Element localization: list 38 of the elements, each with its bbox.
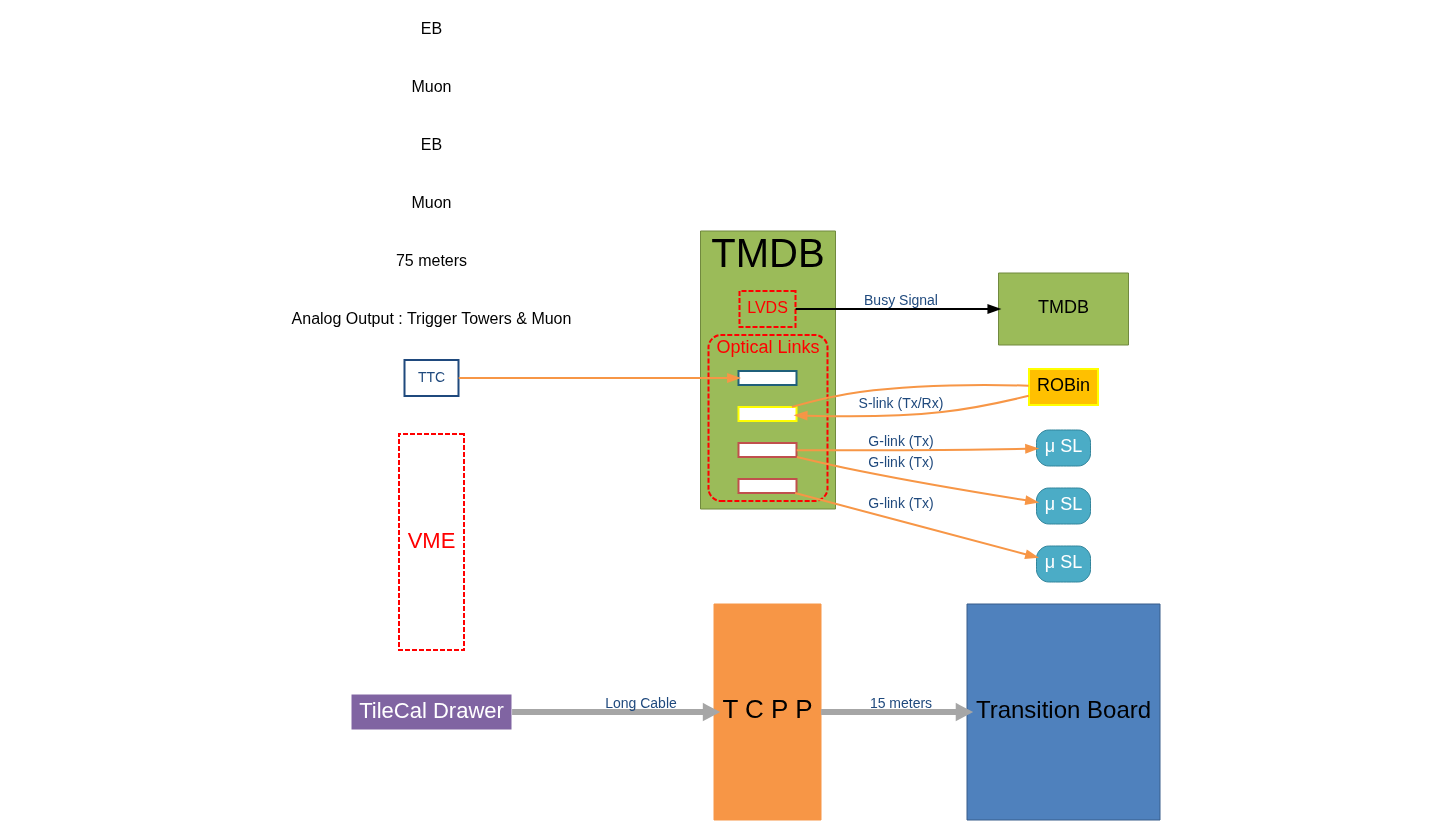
node-box: TTC	[403, 359, 460, 397]
label: Muon	[411, 193, 452, 211]
label: 75 meters	[395, 251, 468, 269]
arrow	[794, 304, 1002, 314]
connector	[790, 384, 1030, 408]
arrow	[793, 394, 1030, 421]
node-box: μ SL	[1036, 545, 1091, 583]
node-box: T C P P	[713, 603, 822, 821]
arrow	[795, 443, 1040, 454]
arrow	[794, 492, 1040, 559]
node-box	[737, 478, 798, 494]
node-box	[737, 442, 798, 458]
edge-label: G-link (Tx)	[868, 495, 934, 512]
node-box: VME	[398, 433, 465, 651]
node-box: TileCal Drawer	[350, 693, 513, 731]
edge-label: G-link (Tx)	[868, 454, 934, 471]
node-box: Transition Board	[966, 603, 1161, 821]
label: Analog Output : Trigger Towers & Muon	[291, 309, 572, 327]
edge-label: S-link (Tx/Rx)	[858, 395, 944, 412]
arrow	[512, 702, 721, 722]
node-box	[737, 406, 798, 422]
node-box: ROBin	[1028, 368, 1099, 406]
edge-label: Busy Signal	[864, 292, 938, 309]
label: EB	[420, 135, 443, 153]
label: Muon	[411, 77, 452, 95]
node-box	[737, 370, 798, 386]
arrow	[457, 373, 742, 383]
node-box: LVDS	[738, 290, 797, 328]
node-box: μ SL	[1036, 487, 1091, 525]
edge-label: G-link (Tx)	[868, 433, 934, 450]
edge-label: 15 meters	[869, 695, 933, 712]
edge-label: Long Cable	[605, 695, 677, 712]
node-box: TMDB	[998, 272, 1129, 346]
arrow	[795, 455, 1040, 506]
cluster: Optical Links	[707, 334, 829, 502]
arrow	[821, 702, 974, 722]
label: EB	[420, 19, 443, 37]
node-box: μ SL	[1036, 429, 1091, 467]
